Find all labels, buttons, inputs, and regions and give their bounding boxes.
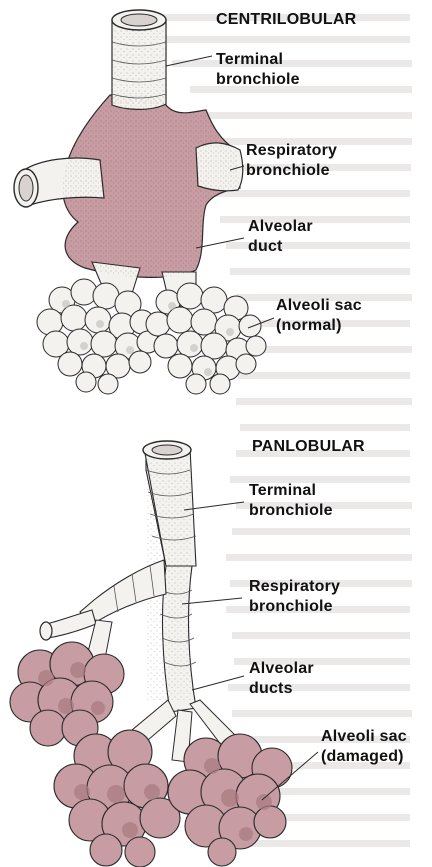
centrilobular-label-terminal-bronchiole: Terminal bronchiole (216, 50, 300, 90)
centrilobular-label-alveoli-sac: Alveoli sac (normal) (276, 296, 362, 336)
centrilobular-heading: CENTRILOBULAR (216, 10, 356, 30)
label-line: bronchiole (246, 161, 337, 181)
panlobular-label-terminal-bronchiole: Terminal bronchiole (249, 481, 333, 521)
label-line: Alveoli sac (321, 727, 407, 747)
label-line: Respiratory (249, 577, 340, 597)
label-line: duct (248, 237, 313, 257)
panlobular-heading: PANLOBULAR (252, 437, 365, 457)
panlobular-alveoli-upper-left-cluster (10, 642, 124, 746)
label-line: Alveoli sac (276, 296, 362, 316)
panlobular-label-alveoli-sac: Alveoli sac (damaged) (321, 727, 407, 767)
centrilobular-alveoli-left-cluster (37, 279, 159, 394)
label-line: Alveolar (248, 217, 313, 237)
label-line: (normal) (276, 316, 362, 336)
label-line: bronchiole (216, 70, 300, 90)
label-line: bronchiole (249, 597, 340, 617)
label-line: Respiratory (246, 141, 337, 161)
centrilobular-label-respiratory-bronchiole: Respiratory bronchiole (246, 141, 337, 181)
label-line: ducts (249, 679, 314, 699)
label-line: Terminal (216, 50, 300, 70)
label-line: Terminal (249, 481, 333, 501)
label-line: bronchiole (249, 501, 333, 521)
centrilobular-label-alveolar-duct: Alveolar duct (248, 217, 313, 257)
label-line: (damaged) (321, 747, 407, 767)
centrilobular-alveoli-right-cluster (146, 283, 266, 394)
panlobular-label-alveolar-ducts: Alveolar ducts (249, 659, 314, 699)
label-line: Alveolar (249, 659, 314, 679)
panlobular-label-respiratory-bronchiole: Respiratory bronchiole (249, 577, 340, 617)
